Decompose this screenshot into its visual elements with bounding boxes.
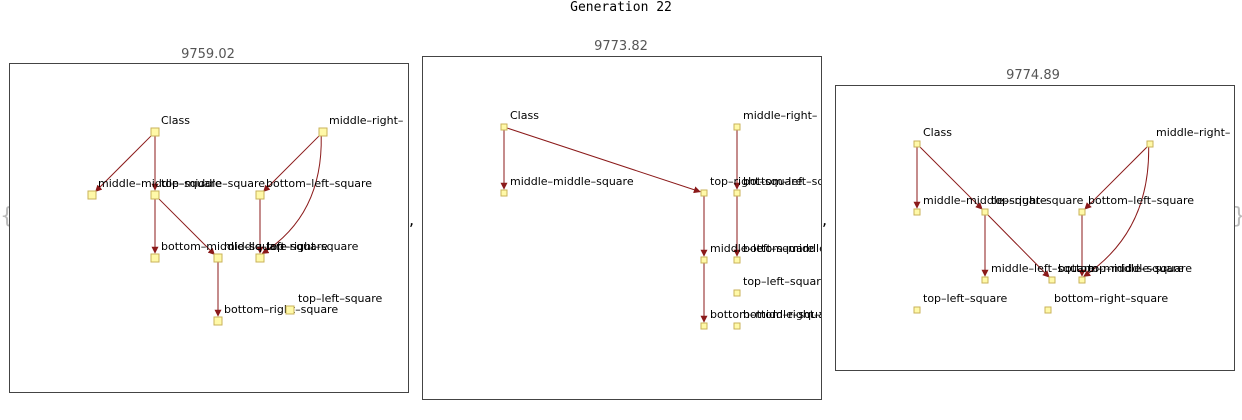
node-mm [500, 189, 508, 197]
node-label-bl: bottom–left–square [743, 175, 821, 188]
separator-comma-1: , [409, 210, 415, 229]
edge-class-to-tr [918, 145, 983, 210]
set-close-brace: } [1232, 204, 1242, 229]
node-label-class: Class [161, 114, 190, 127]
edge-class-to-trs [506, 127, 701, 194]
edge-mr-to-tm [1083, 146, 1150, 277]
node-label-bl: bottom–left–square [1088, 194, 1194, 207]
node-label-mr: middle–right– [329, 114, 403, 127]
generation-title: Generation 22 [570, 0, 672, 15]
node-tl [913, 306, 921, 314]
edge-mr-to-bl [1084, 145, 1149, 210]
node-label-br: bottom–right–square [1054, 292, 1168, 305]
node-label-ml: middle–left–square [710, 242, 814, 255]
panel-2: Class middle–right– middle–middle–square to… [422, 56, 869, 400]
edge-mr-to-tr [261, 135, 322, 254]
node-brs [733, 322, 741, 330]
node-label-br: bottom–right–square [224, 303, 338, 316]
node-label-class: Class [510, 109, 539, 122]
node-label-ml: middle–left–square [991, 262, 1095, 275]
node-label-tm: top–middle–square [161, 177, 265, 190]
panel-3-score: 9774.89 [1006, 68, 1060, 83]
node-ml [981, 276, 989, 284]
node-label-tm: top–middle–square [1088, 262, 1192, 275]
node-bm [150, 253, 160, 263]
node-bl [733, 189, 741, 197]
node-bl [1078, 208, 1086, 216]
node-mr [1146, 140, 1154, 148]
panel-1-score: 9759.02 [181, 47, 235, 62]
node-label-bt: bottom–middle–square [1058, 262, 1184, 275]
node-tm [1078, 276, 1086, 284]
node-tr [981, 208, 989, 216]
node-trs [700, 189, 708, 197]
node-class [913, 140, 921, 148]
node-label-class: Class [923, 126, 952, 139]
node-mm [87, 190, 97, 200]
node-bt [1048, 276, 1056, 284]
edge-mr-to-bl [263, 134, 321, 192]
node-tl [285, 305, 295, 315]
node-tl [733, 289, 741, 297]
node-label-brs: bottom–right–square [743, 308, 821, 321]
edge-tm-to-ml [157, 197, 215, 255]
node-label-bm: bottom–middle–square [743, 242, 821, 255]
node-label-mm: middle–middle–square [98, 177, 222, 190]
separator-comma-2: , [822, 210, 828, 229]
node-mm [913, 208, 921, 216]
node-label-bms: bottom–middle–square [710, 308, 821, 321]
node-label-tr: top–right–square [266, 240, 359, 253]
node-ml [700, 256, 708, 264]
panel-2-graph: Class middle–right– middle–middle–square to… [500, 109, 869, 330]
edge-tr-to-bt [986, 213, 1050, 278]
node-bl [255, 190, 265, 200]
node-label-bl: bottom–left–square [266, 177, 372, 190]
node-label-mm: middle–middle–square [923, 194, 1047, 207]
node-label-mr: middle–right– [743, 109, 817, 122]
node-mr [733, 123, 741, 131]
node-label-trs: top–right–square [710, 175, 803, 188]
node-br [213, 316, 223, 326]
node-label-mr: middle–right– [1156, 126, 1230, 139]
node-label-bm: bottom–middle–square [161, 240, 287, 253]
node-mr [318, 127, 328, 137]
node-bm [733, 256, 741, 264]
node-ml [213, 253, 223, 263]
node-tr [255, 253, 265, 263]
node-label-tl: top–left–square [743, 275, 821, 288]
node-label-mm: middle–middle–square [510, 175, 634, 188]
node-label-ml: middle–left–square [224, 240, 328, 253]
panel-2-score: 9773.82 [594, 39, 648, 54]
node-bms [700, 322, 708, 330]
node-br [1044, 306, 1052, 314]
node-class [500, 123, 508, 131]
node-label-tl: top–left–square [923, 292, 1008, 305]
edge-class-to-mm [95, 134, 153, 192]
node-tm [150, 190, 160, 200]
node-class [150, 127, 160, 137]
node-label-tr: top–right–square [991, 194, 1084, 207]
node-label-tl: top–left–square [298, 292, 383, 305]
